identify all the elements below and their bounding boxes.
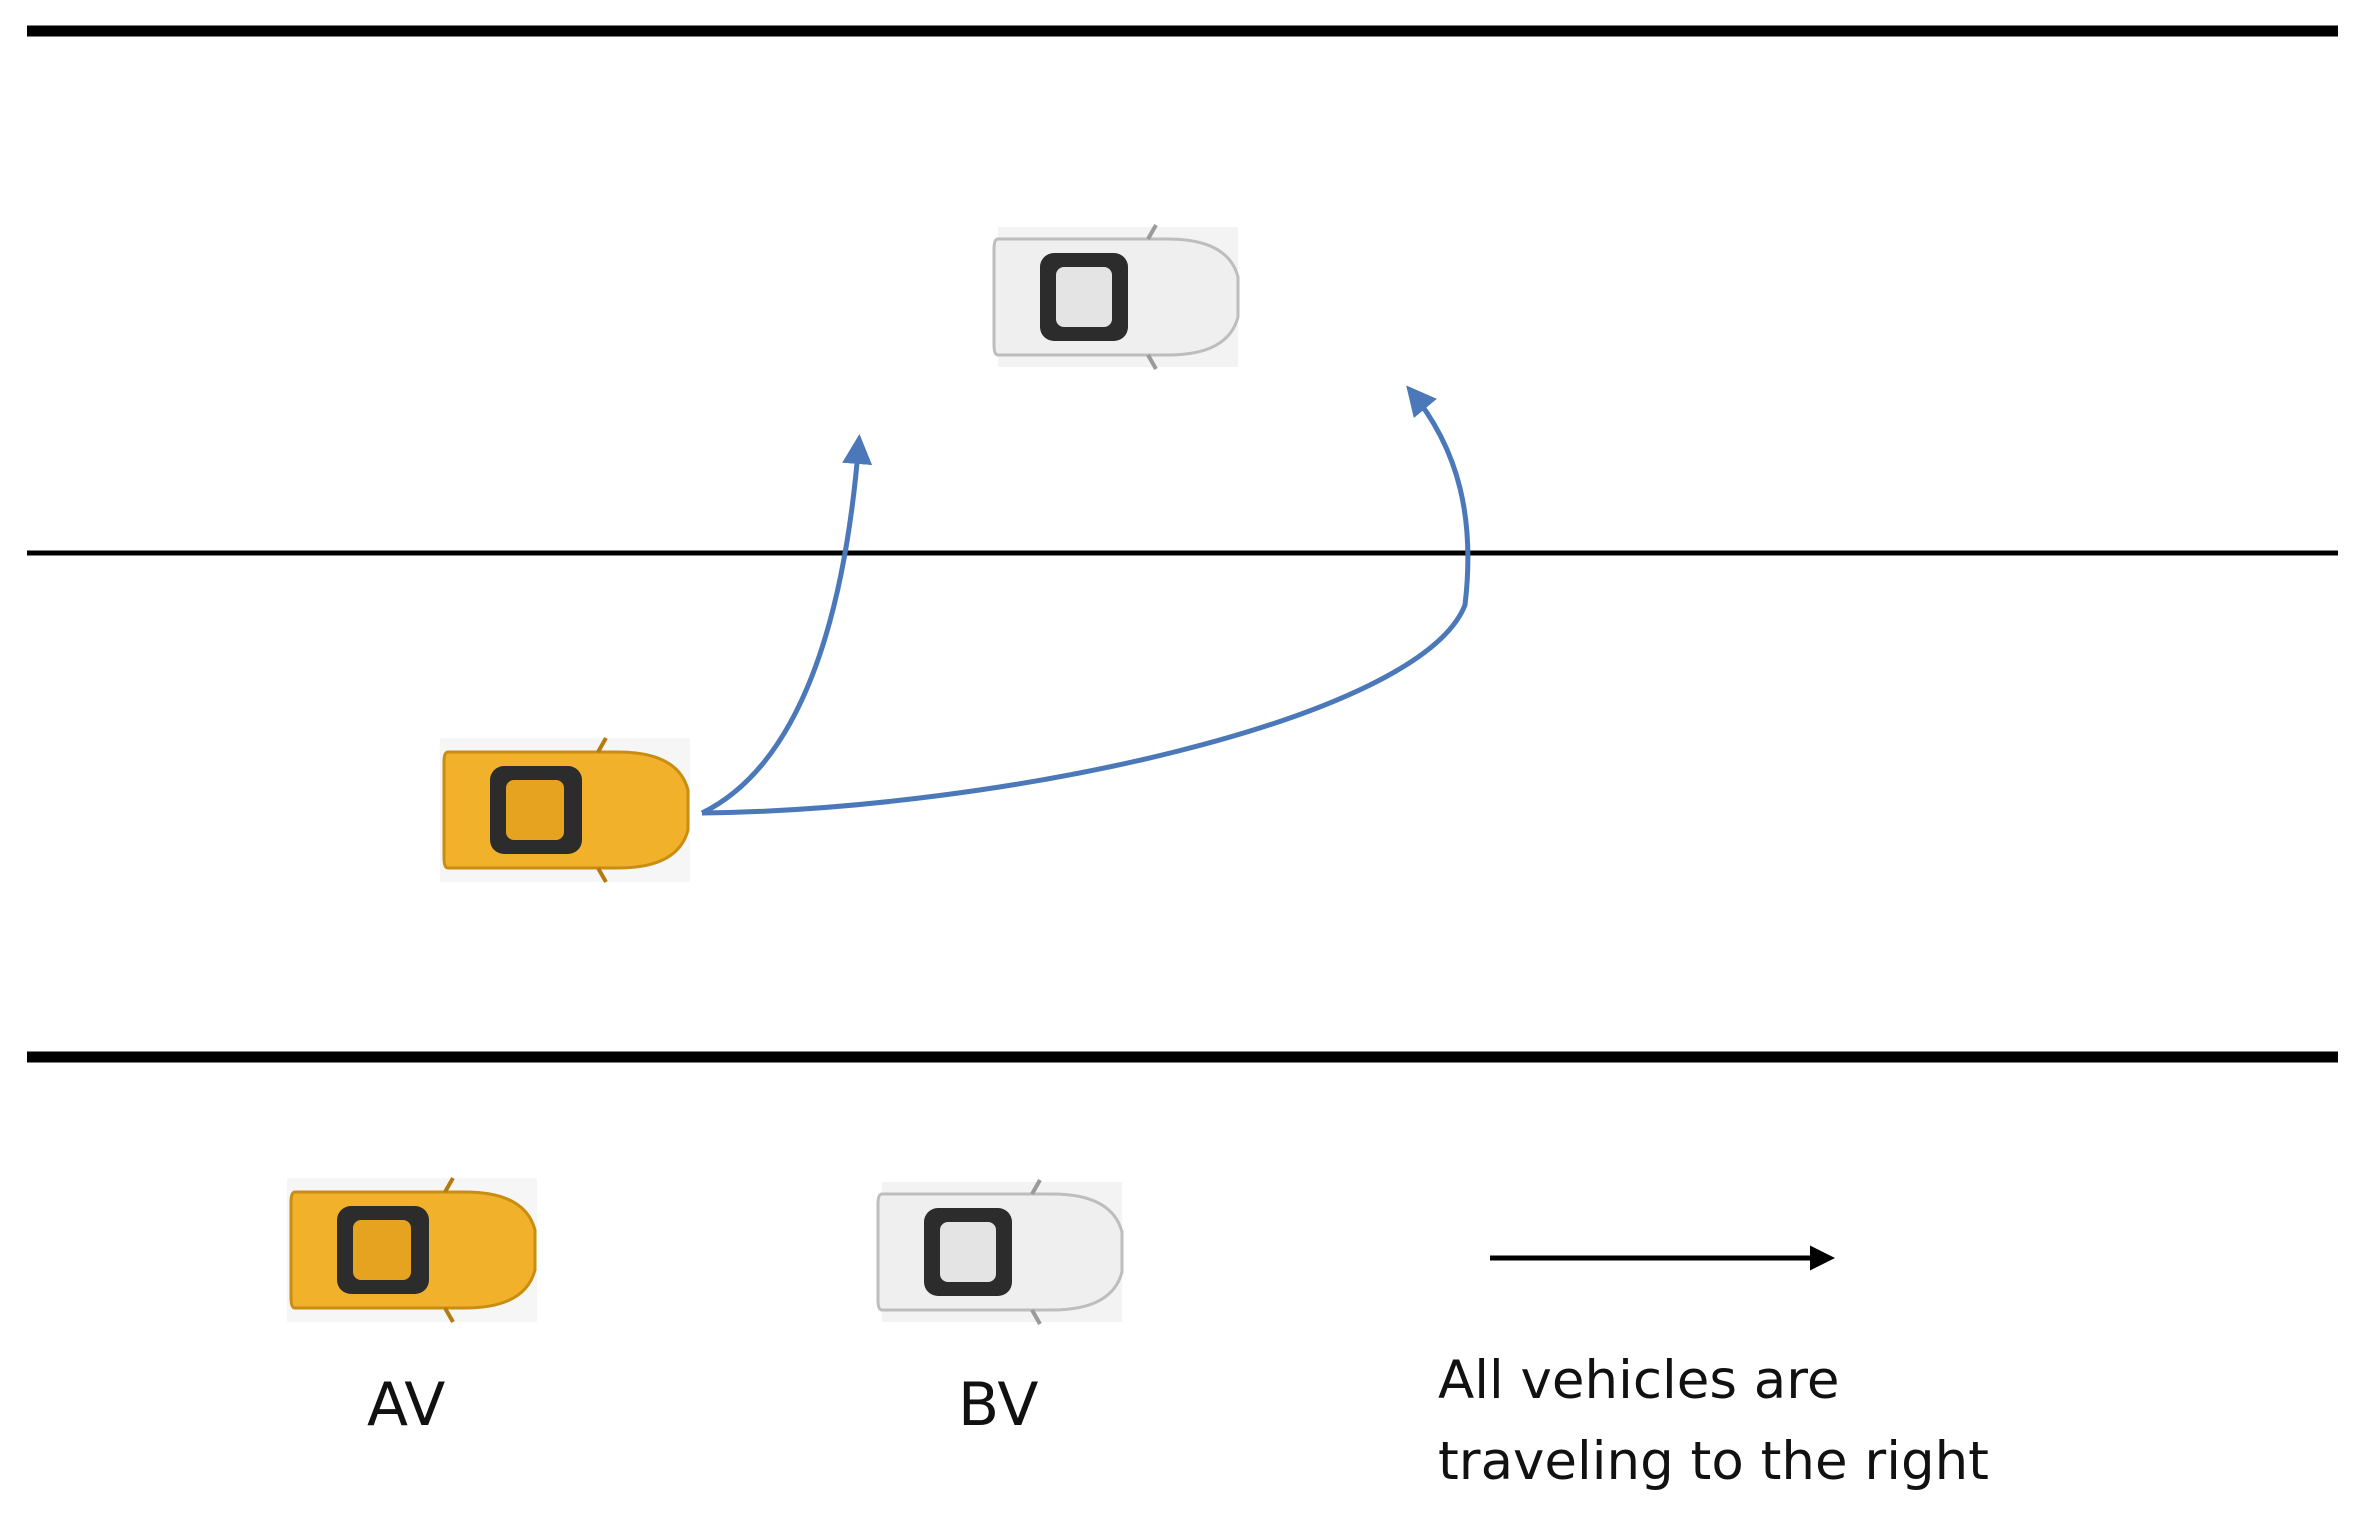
legend-av-label: AV bbox=[367, 1370, 446, 1440]
av-trajectory-long bbox=[701, 385, 1471, 816]
legend-direction-line1: All vehicles are bbox=[1438, 1350, 1840, 1411]
legend-av-car-icon bbox=[287, 1177, 537, 1323]
legend-bv-label: BV bbox=[958, 1370, 1039, 1440]
av-car-icon bbox=[440, 737, 690, 883]
legend-bv-car-icon bbox=[876, 1179, 1124, 1325]
bv-car-icon bbox=[992, 224, 1240, 370]
legend-direction-line2: traveling to the right bbox=[1438, 1431, 1989, 1492]
legend-direction-text: All vehicles are traveling to the right bbox=[1438, 1340, 1989, 1502]
av-trajectory-short bbox=[700, 434, 873, 816]
